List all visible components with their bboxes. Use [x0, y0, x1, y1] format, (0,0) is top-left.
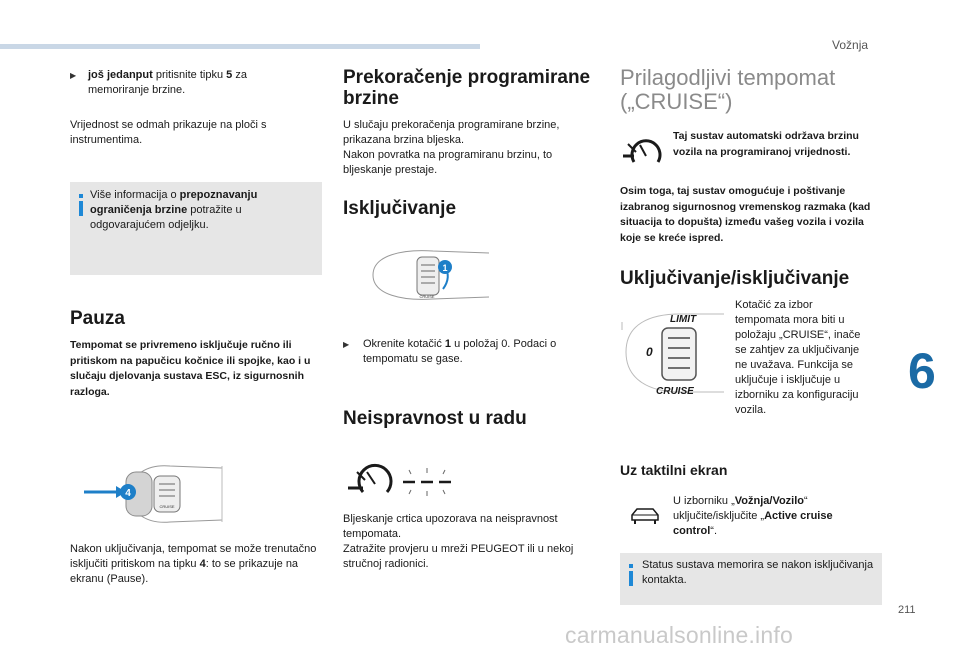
callout-4: [120, 484, 136, 500]
svg-text:LIMIT: LIMIT: [670, 314, 697, 325]
watermark: carmanualsonline.info: [565, 622, 793, 648]
bullet-text-end: za memoriranje brzine.: [88, 69, 247, 96]
svg-text:CRUISE: CRUISE: [419, 294, 434, 299]
info-box-status: Status sustava memorira se nakon isključ…: [620, 553, 882, 605]
info-box: Više informacija o prepoznavanju ogranič…: [70, 182, 322, 275]
cruise-fault-icon: [348, 463, 451, 496]
svg-text:0: 0: [646, 345, 653, 359]
callout-1: [438, 260, 452, 274]
chapter-number: 6: [908, 343, 936, 399]
header-bar: [0, 44, 480, 49]
section-title-onoff: Uključivanje/isključivanje: [620, 268, 850, 289]
info-icon-bar: [629, 571, 633, 586]
cruise-lever-figure: 1 CRUISE: [372, 250, 490, 300]
svg-text:4: 4: [125, 488, 131, 499]
steering-lever-figure: 4 CRUISE: [84, 465, 223, 523]
paragraph: Vrijednost se odmah prikazuje na ploči s…: [70, 119, 267, 146]
page-number: 211: [898, 604, 916, 616]
bullet-text: pritisnite tipku: [152, 69, 227, 81]
fault-text: Bljeskanje crtica upozorava na neispravn…: [343, 513, 574, 570]
description-text: Osim toga, taj sustav omogućuje i poštiv…: [620, 185, 871, 244]
info-icon: [629, 564, 633, 568]
svg-text:CRUISE: CRUISE: [656, 386, 694, 397]
pause-text: Tempomat se privremeno isključuje ručno …: [70, 339, 311, 398]
info-text: Više informacija o prepoznavanju ogranič…: [90, 189, 258, 231]
bullet-item-off: ▶ Okrenite kotačić 1 u položaj 0. Podaci…: [343, 338, 557, 365]
bullet-bold: još jedanput: [88, 69, 153, 81]
svg-text:CRUISE: CRUISE: [159, 504, 174, 509]
vehicle-icon: [631, 508, 659, 524]
chapter-title: Vožnja: [832, 38, 869, 52]
section-title-touchscreen: Uz taktilni ekran: [620, 462, 728, 478]
section-title-fault: Neispravnost u radu: [343, 408, 527, 429]
adaptive-cruise-icon: [623, 139, 662, 163]
info-icon-bar: [79, 201, 83, 216]
touchscreen-text: U izborniku „Vožnja/Vozilo“ uključite/is…: [673, 495, 833, 537]
bullet-icon: ▶: [343, 340, 350, 349]
bullet-icon: ▶: [70, 71, 77, 80]
paragraph-pause-info: Nakon uključivanja, tempomat se može tre…: [70, 543, 317, 585]
bullet-key: 5: [226, 69, 233, 81]
overspeed-text: U slučaju prekoračenja programirane brzi…: [343, 119, 560, 176]
info-text-status: Status sustava memorira se nakon isključ…: [642, 559, 874, 586]
section-title-pause: Pauza: [70, 308, 125, 329]
cruise-selector-figure: LIMIT 0 CRUISE: [621, 313, 724, 397]
page-title: Prilagodljivi tempomat („CRUISE“): [620, 65, 836, 114]
svg-text:1: 1: [442, 263, 447, 273]
onoff-text: Kotačić za izbor tempomata mora biti u p…: [735, 299, 861, 416]
info-icon: [79, 194, 83, 198]
bullet-item: ▶ još jedanput pritisnite tipku 5 za mem…: [70, 68, 302, 98]
section-title-off: Isključivanje: [343, 198, 457, 219]
intro-text: Taj sustav automatski održava brzinu voz…: [673, 130, 859, 158]
